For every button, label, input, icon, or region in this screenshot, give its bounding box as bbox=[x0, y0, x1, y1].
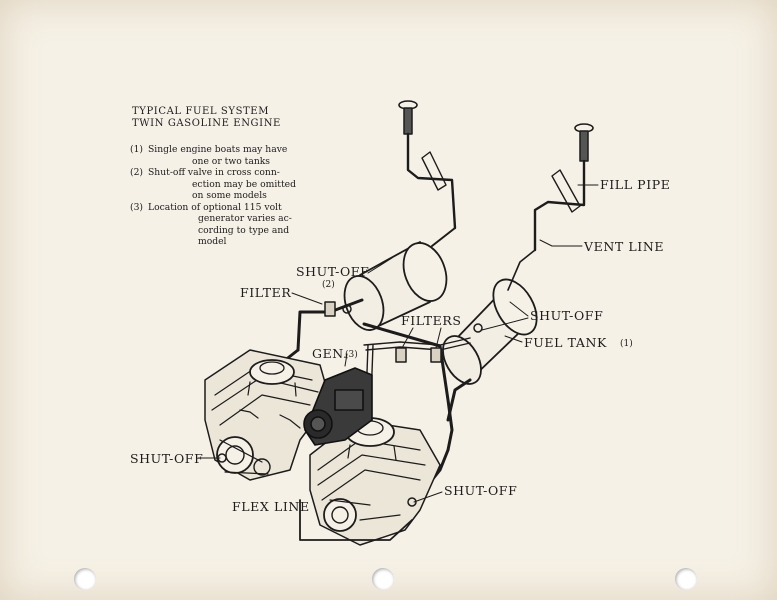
fill-pipe-left bbox=[398, 100, 457, 247]
footnote-number: (1) bbox=[130, 144, 144, 155]
label-fuel-tank: FUEL TANK bbox=[524, 335, 607, 350]
label-shut-off-top-note: (2) bbox=[322, 280, 335, 290]
binder-hole-left bbox=[74, 568, 96, 590]
caption-line-1: TYPICAL FUEL SYSTEM bbox=[132, 106, 270, 117]
label-flex-line: FLEX LINE bbox=[232, 499, 310, 514]
label-shut-off-right: SHUT-OFF bbox=[530, 308, 604, 323]
label-shut-off-bottom: SHUT-OFF bbox=[444, 483, 518, 498]
filters bbox=[324, 301, 442, 363]
footnote-2: (2) Shut-off valve in cross conn- ection… bbox=[130, 167, 320, 202]
footnote-text: Location of optional 115 volt bbox=[148, 201, 282, 213]
footnote-text: on some models bbox=[192, 190, 267, 201]
generator bbox=[303, 367, 373, 446]
footnote-number: (3) bbox=[130, 201, 144, 213]
binder-hole-center bbox=[372, 568, 394, 590]
footnotes: (1) Single engine boats may have one or … bbox=[130, 144, 320, 248]
footnote-text: ection may be omitted bbox=[192, 178, 297, 190]
caption-line-2: TWIN GASOLINE ENGINE bbox=[132, 118, 281, 129]
leader-lines bbox=[197, 184, 599, 541]
label-gen: GEN. bbox=[312, 346, 348, 361]
footnote-number: (2) bbox=[130, 167, 144, 178]
fuel-tank-right bbox=[442, 278, 538, 385]
fill-pipe-right bbox=[533, 123, 594, 252]
label-filter: FILTER bbox=[240, 285, 292, 300]
label-shut-off-left: SHUT-OFF bbox=[130, 451, 204, 466]
label-fuel-tank-note: (1) bbox=[620, 339, 633, 349]
footnote-text: Single engine boats may have bbox=[148, 144, 288, 155]
footnote-text: one or two tanks bbox=[192, 155, 271, 167]
footnote-3: (3) Location of optional 115 volt genera… bbox=[130, 202, 320, 248]
diagram-caption: TYPICAL FUEL SYSTEM TWIN GASOLINE ENGINE bbox=[132, 106, 322, 130]
footnote-1: (1) Single engine boats may have one or … bbox=[130, 144, 320, 167]
binder-hole-right bbox=[675, 568, 697, 590]
footnote-text: model bbox=[198, 236, 227, 247]
footnote-text: cording to type and bbox=[198, 224, 290, 236]
vent-line-right bbox=[507, 249, 536, 291]
label-vent-line: VENT LINE bbox=[584, 239, 665, 254]
label-gen-note: (3) bbox=[345, 350, 358, 360]
engine-left bbox=[204, 349, 331, 481]
label-filters: FILTERS bbox=[401, 313, 462, 328]
label-fill-pipe: FILL PIPE bbox=[600, 177, 671, 192]
footnote-text: Shut-off valve in cross conn- bbox=[148, 167, 280, 178]
footnote-text: generator varies ac- bbox=[198, 213, 292, 224]
fuel-tank-left bbox=[343, 241, 448, 331]
label-shut-off-top: SHUT-OFF bbox=[296, 264, 370, 279]
